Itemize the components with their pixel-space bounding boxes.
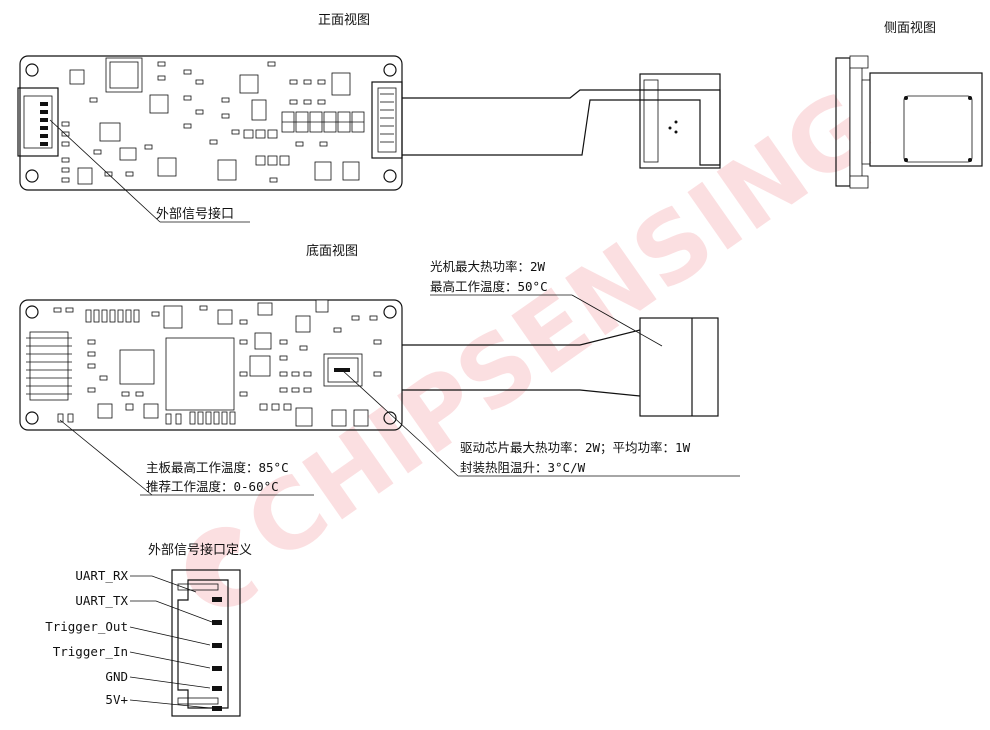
driver-callout-line2: 封装热阻温升：3°C/W [460,460,586,475]
bottom-board-outline [19,299,403,431]
side-optical-module [869,72,983,167]
board-callout-line1: 主板最高工作温度：85°C [146,460,289,475]
connector-pins [212,597,222,711]
bottom-view [19,299,719,431]
watermark-logo-icon [185,526,259,607]
front-view-title: 正面视图 [318,13,370,28]
optics-callout-line2: 最高工作温度：50°C [430,279,548,294]
pin-label-uart-rx: UART_RX [75,568,128,583]
bottom-resistor-row [85,309,140,323]
front-flex-cable [402,89,721,166]
side-view-title: 侧面视图 [884,21,936,36]
pin-label-trigger-out: Trigger_Out [45,619,128,634]
pin-label-trigger-in: Trigger_In [53,644,128,659]
bottom-view-title: 底面视图 [306,243,358,259]
bottom-optical-module [639,317,719,417]
connector-title: 外部信号接口定义 [148,542,252,558]
watermark-text: CHIPSENSING [226,70,893,584]
board-callout-line2: 推荐工作温度：0-60°C [146,479,279,494]
front-optical-module [639,73,721,169]
front-fpc-connector [371,81,403,159]
interface-callout: 外部信号接口 [156,206,234,222]
side-view [835,55,983,189]
pin-label-uart-tx: UART_TX [75,593,128,608]
bottom-left-ic [26,331,72,401]
bottom-passives [53,305,382,423]
callout-leaders [49,119,740,496]
driver-callout-line1: 驱动芯片最大热功率：2W；平均功率：1W [460,440,691,455]
connector-outline [171,569,241,717]
watermark: CHIPSENSING [185,70,893,607]
front-view [17,55,721,191]
pin-leaders [129,575,213,709]
front-resistor-array [281,111,365,133]
bottom-flex-cable [402,329,641,397]
bottom-driver-chip [323,353,363,387]
bottom-main-soc [165,337,235,411]
front-interface-connector [17,87,59,157]
bottom-lower-row [165,411,236,425]
pin-label-5v: 5V+ [105,692,128,707]
optics-callout-line1: 光机最大热功率：2W [430,259,546,274]
connector-pinout [129,569,241,717]
pin-label-gnd: GND [105,669,128,684]
